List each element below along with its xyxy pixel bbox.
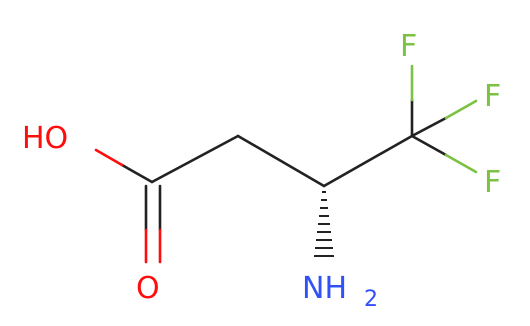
fluorine-top-label: F xyxy=(400,29,417,64)
fluorine-right-label: F xyxy=(484,79,501,114)
carbonyl-oxygen-label: O xyxy=(136,271,160,306)
bond-c4-f-right xyxy=(410,116,448,138)
bond-c1-oh xyxy=(120,163,154,184)
amine-subscript: 2 xyxy=(364,287,378,312)
bond-layer xyxy=(94,64,478,264)
bond-c4-f-lower-hetero xyxy=(444,153,478,174)
bond-c4-f-lower xyxy=(410,134,448,157)
hashed-wedge-bond xyxy=(314,191,334,257)
bond-c1-oh-hetero xyxy=(94,148,124,167)
bond-c4-f-right-hetero xyxy=(444,99,478,120)
bond-c1-c2 xyxy=(150,134,240,184)
hydroxyl-label: HO xyxy=(22,121,68,156)
bond-c2-c3 xyxy=(236,134,326,188)
amine-label: NH xyxy=(302,271,347,306)
bond-c3-c4 xyxy=(322,134,414,188)
fluorine-lower-label: F xyxy=(484,165,501,200)
